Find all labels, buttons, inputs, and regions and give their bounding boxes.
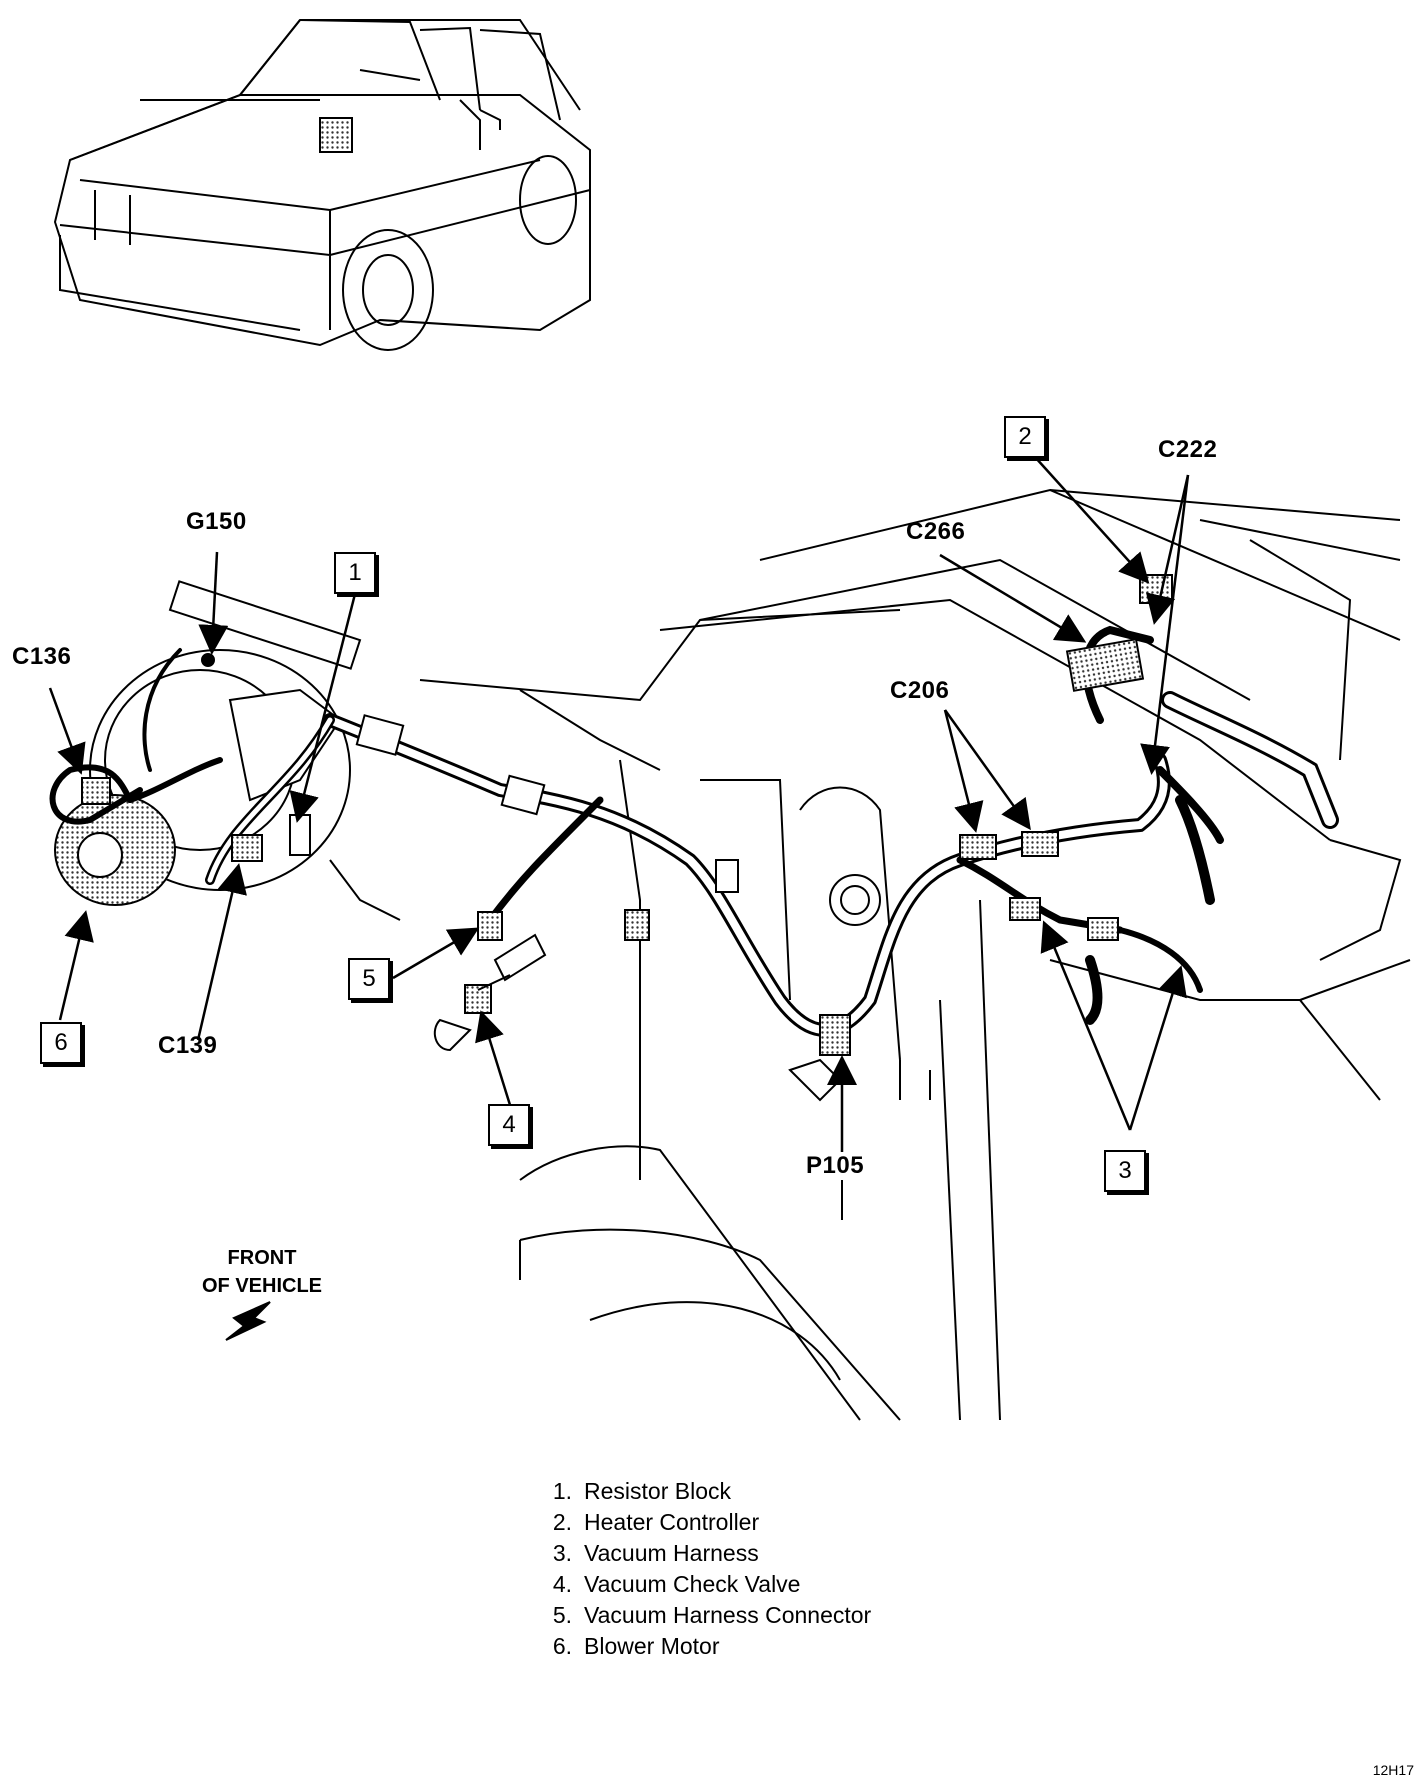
- front-line-2: OF VEHICLE: [201, 1275, 322, 1297]
- legend-item: 2.Heater Controller: [552, 1509, 760, 1535]
- callout-box-3: 3: [1104, 1150, 1146, 1192]
- front-line-1: FRONT: [227, 1247, 297, 1269]
- callout-box-2: 2: [1004, 416, 1046, 458]
- leader-lines: [48, 456, 1190, 1152]
- callout-box-1: 1: [334, 552, 376, 594]
- vehicle-inset: [53, 19, 591, 351]
- legend-item: 5.Vacuum Harness Connector: [552, 1602, 872, 1628]
- figure-code: 12H17: [1372, 1762, 1414, 1778]
- label-p105: P105: [806, 1152, 865, 1179]
- legend-item: 6.Blower Motor: [552, 1633, 720, 1659]
- parts-legend: 1.Resistor Block 2.Heater Controller 3.V…: [532, 1476, 871, 1662]
- callout-box-5: 5: [348, 958, 390, 1000]
- vacuum-check-valve-drawing: [433, 933, 547, 1052]
- front-of-vehicle-note: FRONT OF VEHICLE: [182, 1244, 342, 1300]
- label-c206: C206: [890, 677, 950, 704]
- legend-item: 3.Vacuum Harness: [552, 1540, 759, 1566]
- label-c136: C136: [12, 643, 72, 670]
- callout-box-6: 6: [40, 1022, 82, 1064]
- label-c266: C266: [906, 518, 966, 545]
- connector-bodies: [81, 574, 1173, 1056]
- label-c222: C222: [1158, 436, 1218, 463]
- legend-item: 4.Vacuum Check Valve: [552, 1571, 801, 1597]
- callout-box-4: 4: [488, 1104, 530, 1146]
- blower-motor-drawing: [54, 580, 401, 921]
- legend-item: 1.Resistor Block: [552, 1478, 731, 1504]
- label-g150: G150: [186, 508, 247, 535]
- front-arrow-icon: [225, 1301, 271, 1341]
- label-c139: C139: [158, 1032, 218, 1059]
- dash-structure: [419, 488, 1411, 1421]
